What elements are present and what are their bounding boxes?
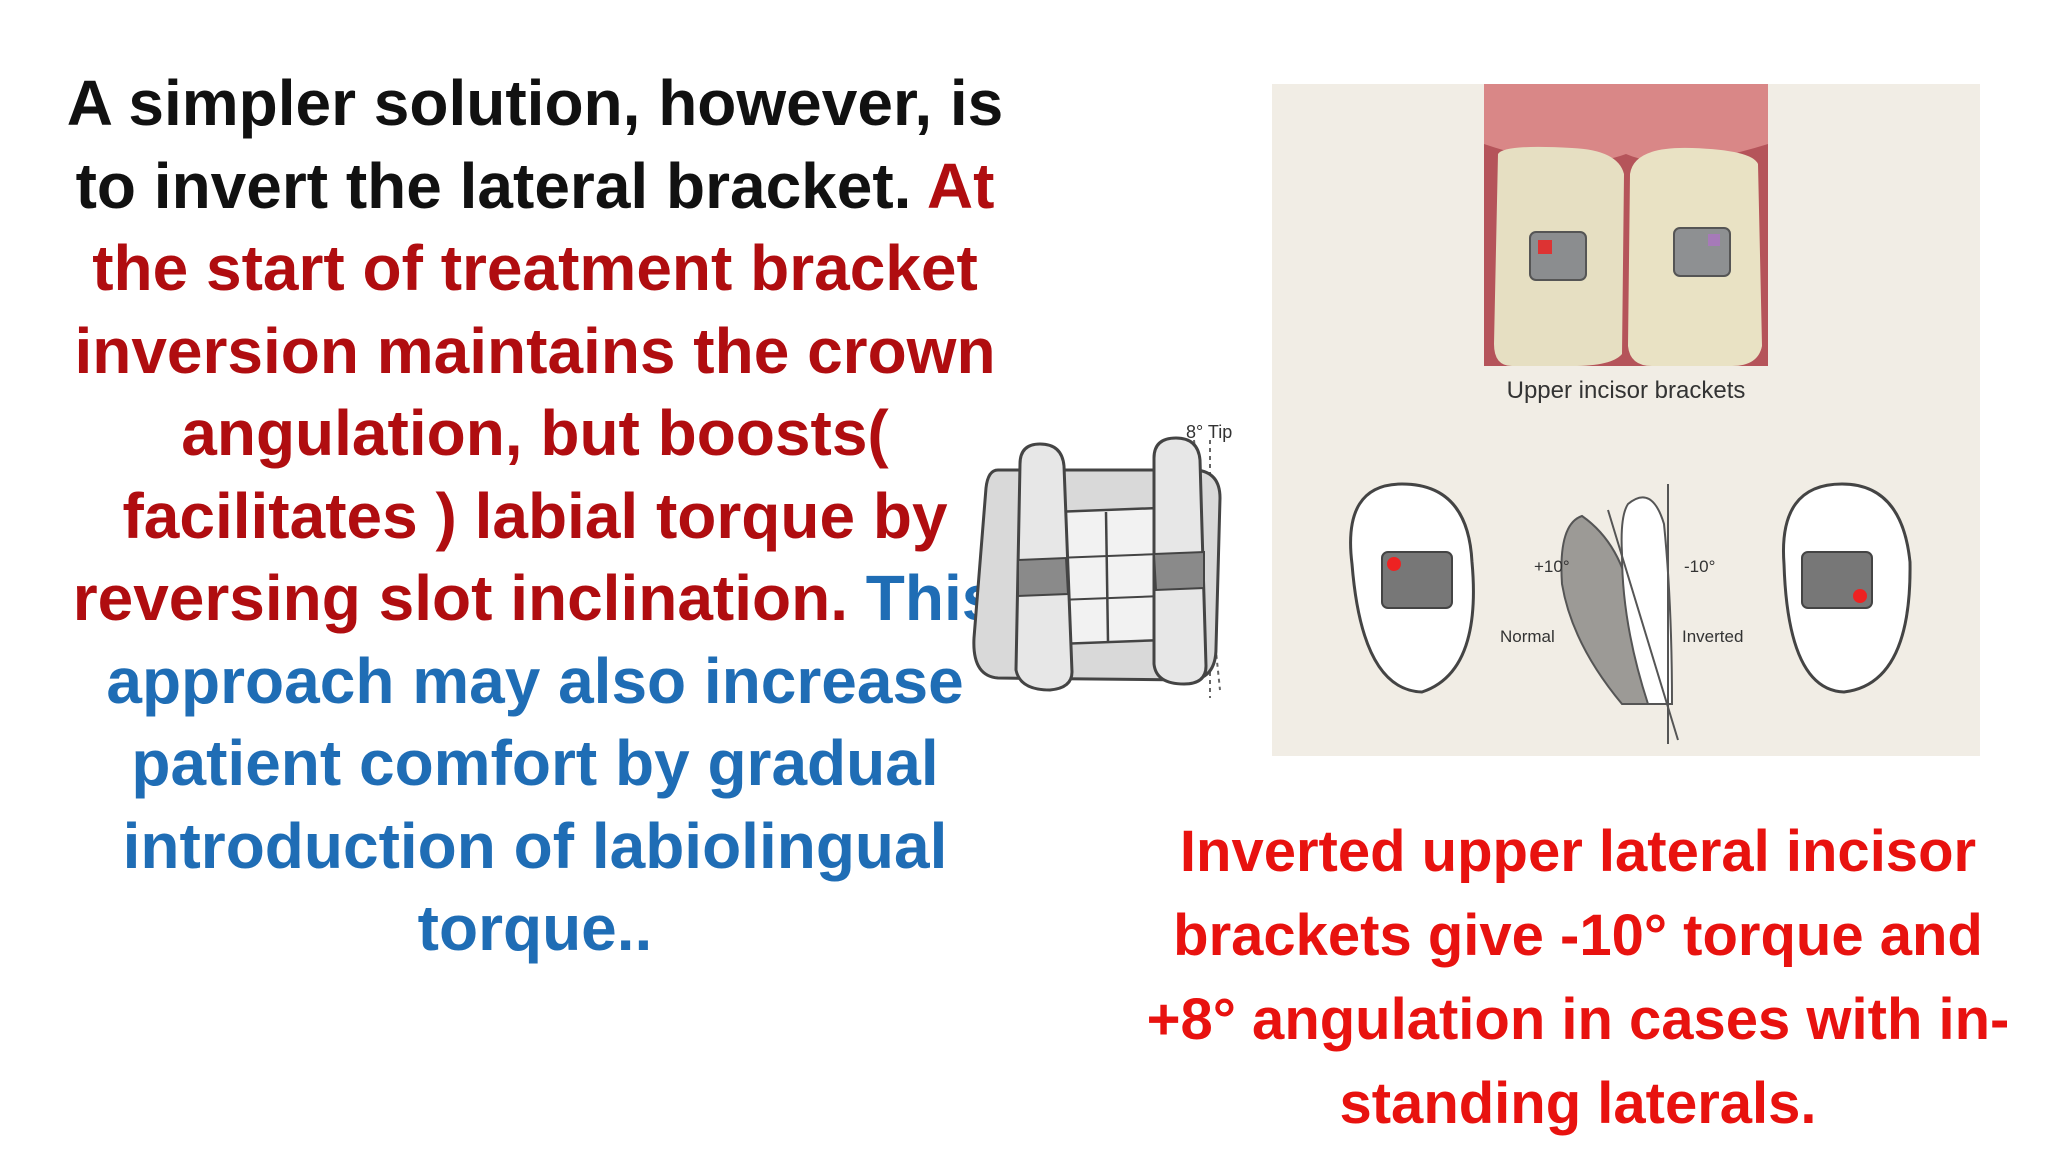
minus-torque-label: -10° bbox=[1684, 557, 1715, 576]
tip-label: 8° Tip bbox=[1186, 422, 1232, 442]
inverted-label: Inverted bbox=[1682, 627, 1743, 646]
main-paragraph: A simpler solution, however, is to inver… bbox=[60, 62, 1010, 970]
paragraph-red-text: At the start of treatment bracket invers… bbox=[72, 149, 996, 635]
plus-torque-label: +10° bbox=[1534, 557, 1570, 576]
incisor-figure-panel: Upper incisor brackets +10° -10° Normal … bbox=[1272, 84, 1980, 756]
paragraph-black-text: A simpler solution, however, is to inver… bbox=[66, 67, 1004, 222]
figure-caption: Inverted upper lateral incisor brackets … bbox=[1146, 819, 2010, 1136]
incisor-figure: Upper incisor brackets +10° -10° Normal … bbox=[1349, 84, 1912, 744]
photo-caption: Upper incisor brackets bbox=[1507, 377, 1746, 404]
paragraph-blue-text: This approach may also increase patient … bbox=[106, 562, 998, 964]
bracket-illustration: 8° Tip bbox=[972, 422, 1232, 698]
teeth-photo bbox=[1484, 84, 1768, 366]
normal-label: Normal bbox=[1500, 627, 1555, 646]
